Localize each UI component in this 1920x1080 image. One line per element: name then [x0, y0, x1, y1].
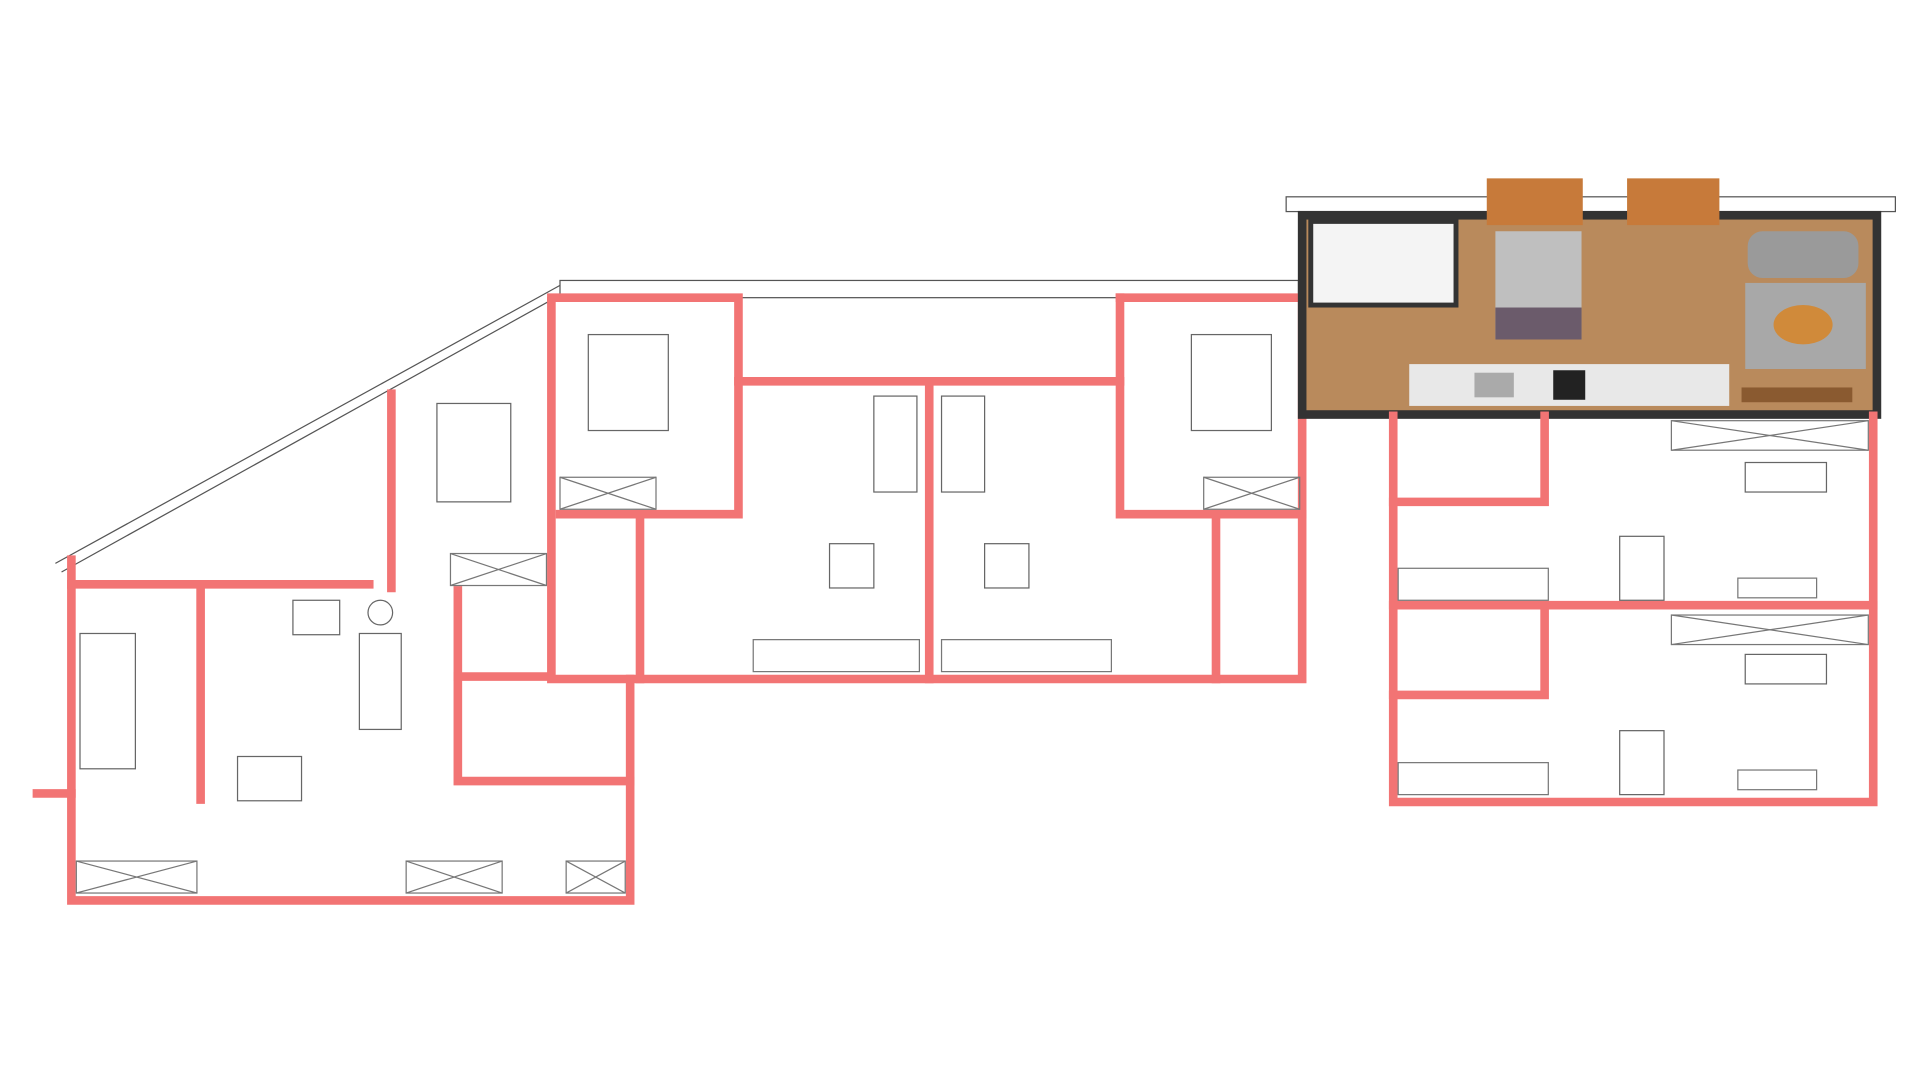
left-apartment: [32, 284, 635, 905]
right-apartments: [1388, 411, 1878, 807]
highlighted-unit[interactable]: [1285, 178, 1897, 419]
middle-apartments: [547, 279, 1307, 684]
